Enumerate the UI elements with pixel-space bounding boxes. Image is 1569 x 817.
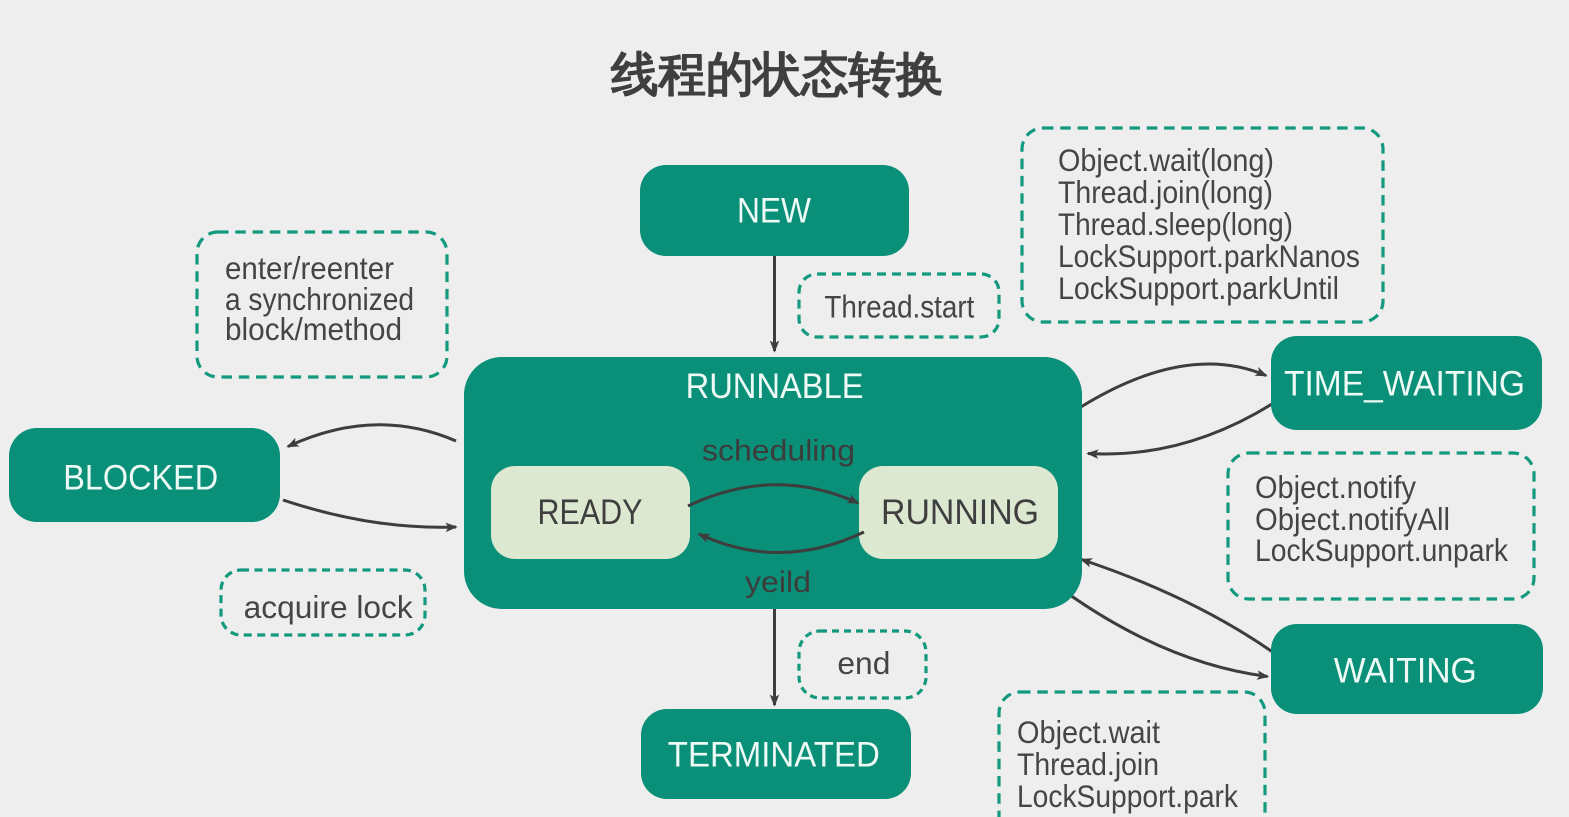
svg-text:acquire lock: acquire lock [244, 589, 413, 625]
svg-text:NEW: NEW [737, 192, 811, 231]
svg-text:Object.notify: Object.notify [1255, 469, 1416, 505]
svg-text:TIME_WAITING: TIME_WAITING [1284, 365, 1525, 404]
svg-text:LockSupport.parkNanos: LockSupport.parkNanos [1058, 238, 1360, 274]
svg-text:WAITING: WAITING [1334, 651, 1477, 690]
svg-text:TERMINATED: TERMINATED [668, 735, 880, 774]
svg-text:Thread.join: Thread.join [1017, 746, 1159, 782]
svg-text:BLOCKED: BLOCKED [63, 459, 218, 498]
svg-text:a synchronized: a synchronized [225, 281, 414, 317]
svg-text:Object.wait(long): Object.wait(long) [1058, 142, 1274, 178]
svg-text:Thread.join(long): Thread.join(long) [1058, 174, 1273, 210]
svg-text:READY: READY [538, 493, 643, 532]
svg-text:LockSupport.parkUntil: LockSupport.parkUntil [1058, 270, 1339, 306]
svg-text:block/method: block/method [225, 311, 402, 347]
svg-text:LockSupport.park: LockSupport.park [1017, 778, 1238, 814]
svg-text:LockSupport.unpark: LockSupport.unpark [1255, 532, 1508, 568]
svg-text:RUNNABLE: RUNNABLE [686, 367, 864, 406]
svg-text:Thread.start: Thread.start [824, 288, 974, 324]
svg-text:RUNNING: RUNNING [881, 493, 1039, 532]
svg-text:enter/reenter: enter/reenter [225, 250, 394, 286]
svg-text:scheduling: scheduling [702, 435, 855, 468]
svg-text:Object.wait: Object.wait [1017, 714, 1160, 750]
svg-text:Object.notifyAll: Object.notifyAll [1255, 501, 1450, 537]
svg-text:end: end [837, 645, 890, 681]
svg-text:Thread.sleep(long): Thread.sleep(long) [1058, 206, 1293, 242]
svg-text:yeild: yeild [745, 566, 811, 599]
